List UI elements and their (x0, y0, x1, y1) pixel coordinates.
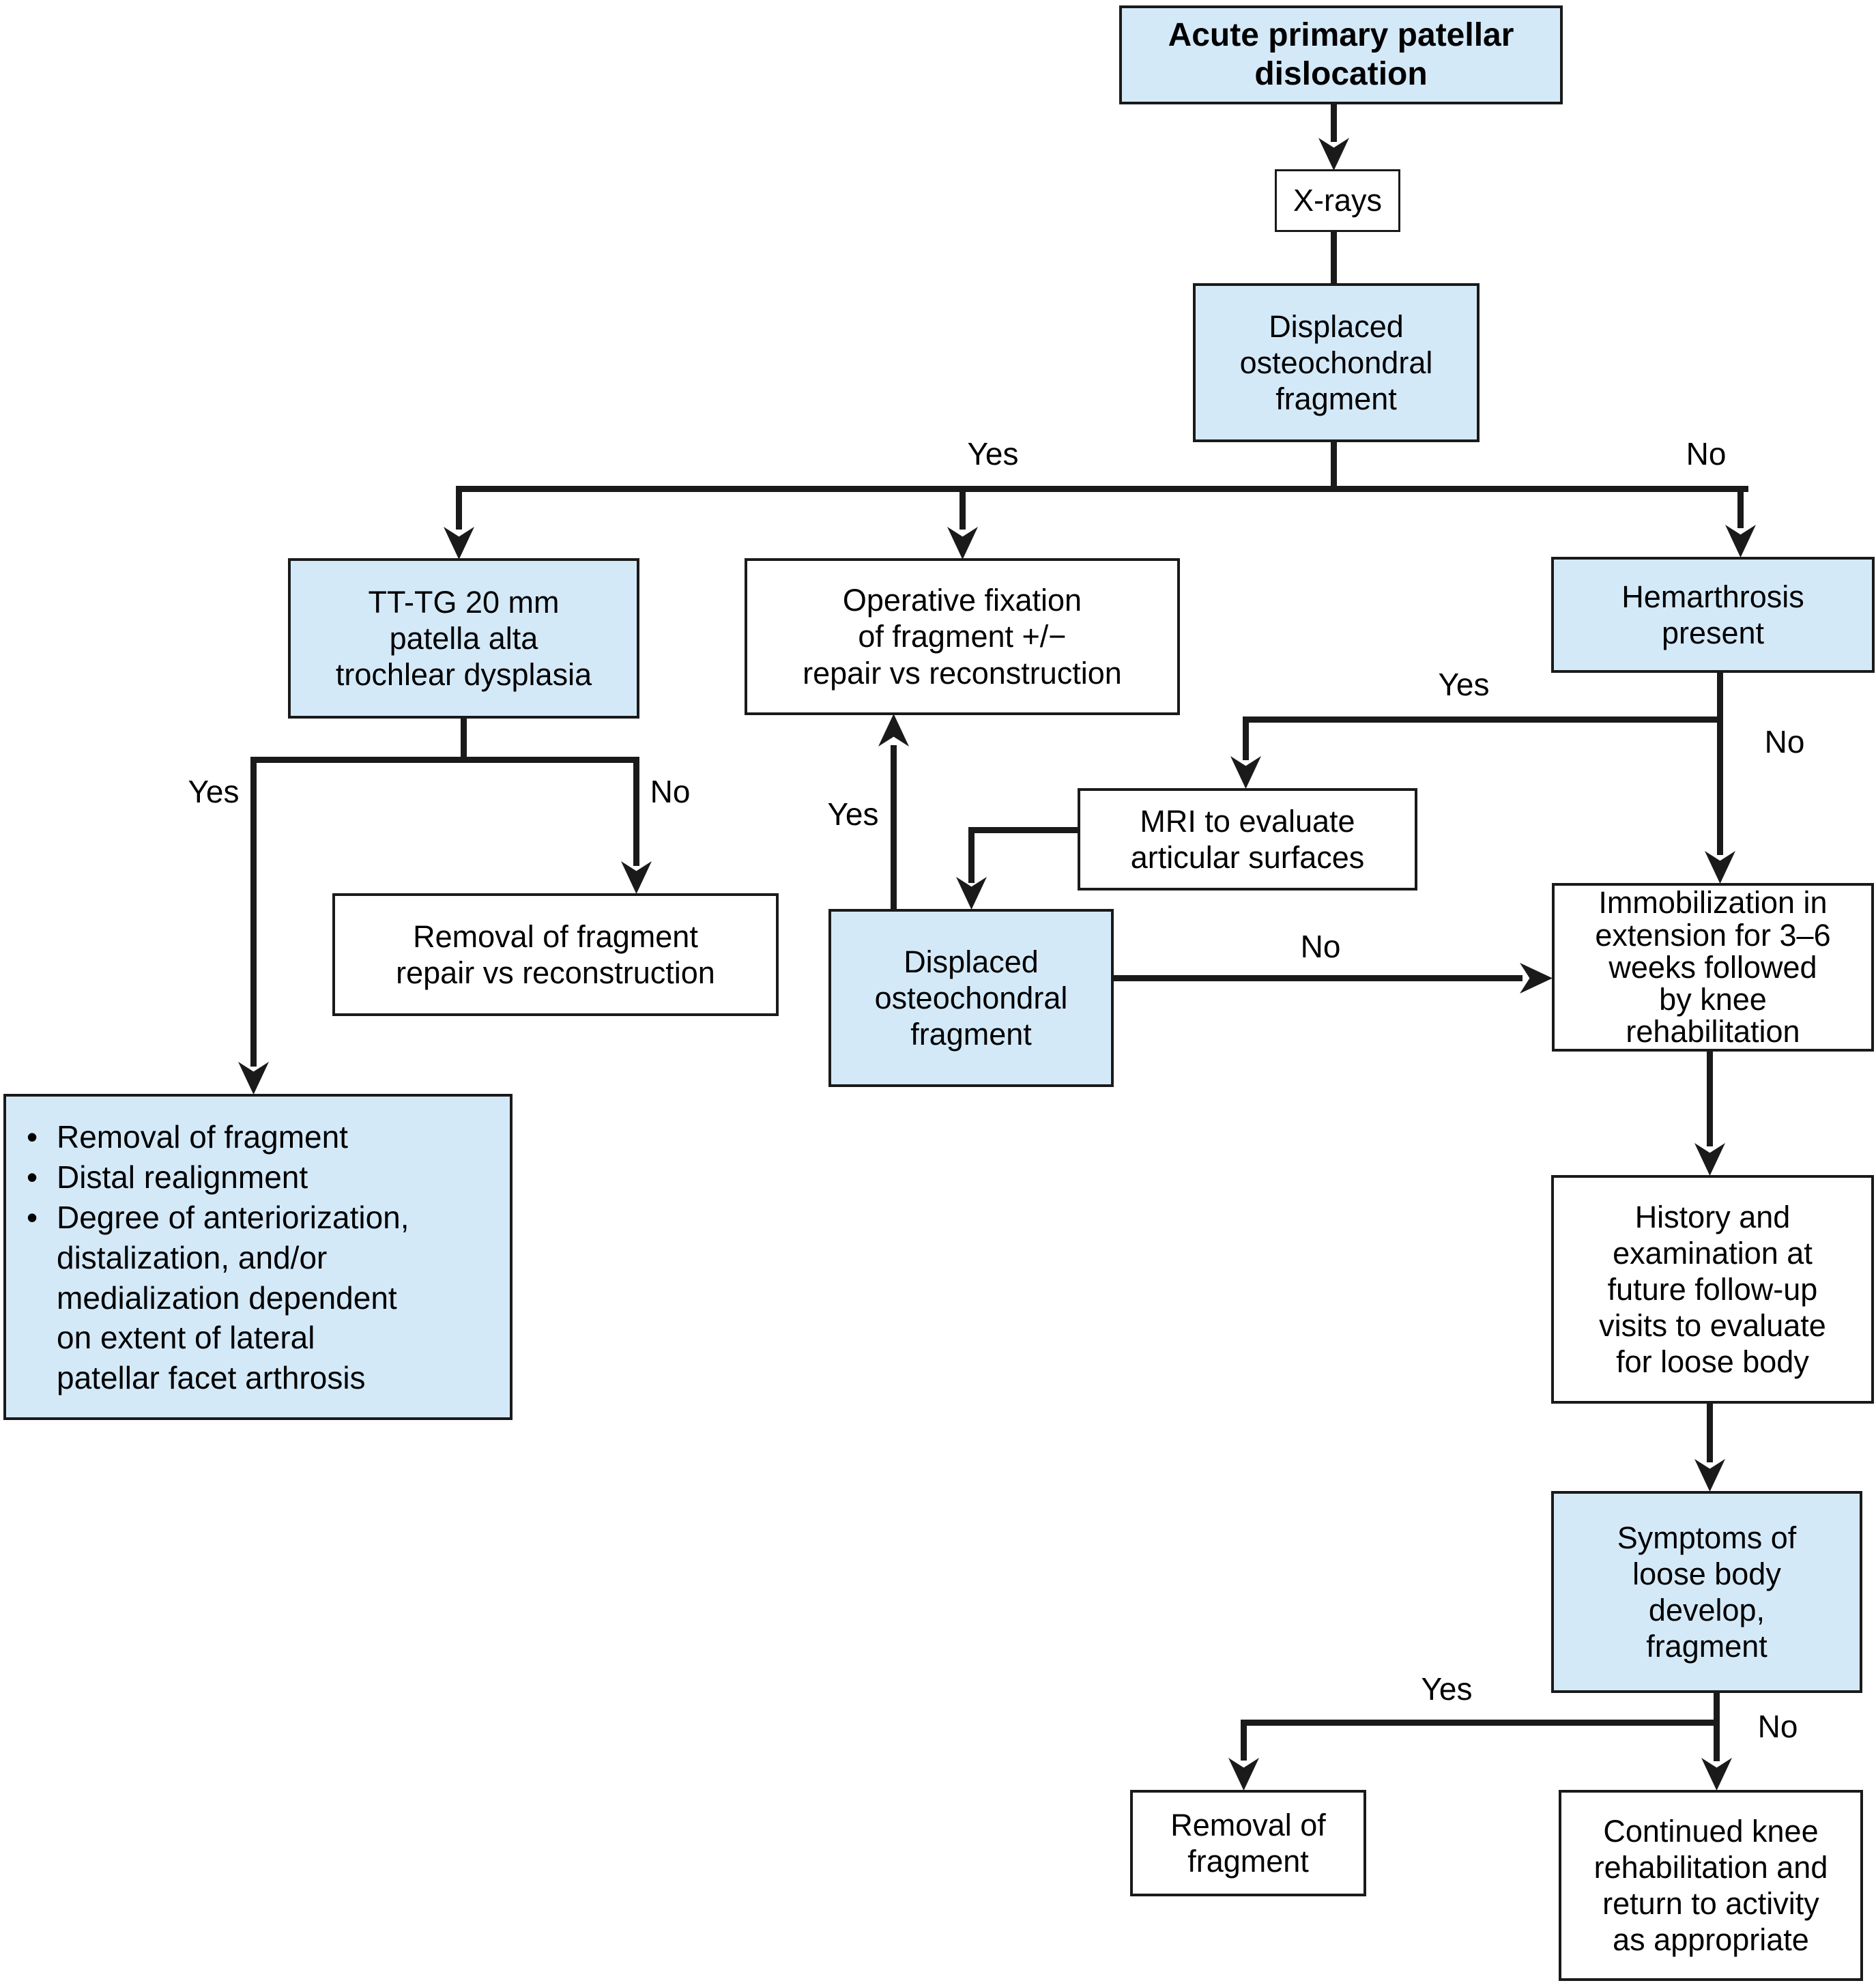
connector-line (1113, 975, 1523, 981)
connector-line (1331, 104, 1337, 142)
node-immobilization-in-extension: Immobilization in extension for 3–6 week… (1552, 883, 1874, 1052)
connector-line (891, 745, 897, 909)
arrowhead-down (947, 527, 978, 560)
arrowhead-down (1701, 1758, 1732, 1791)
bullet-text: Removal of fragment (57, 1119, 348, 1155)
connector-line (461, 718, 467, 760)
node-displaced-osteochondral-fragment-initial: Displaced osteochondral fragment (1193, 283, 1480, 442)
arrowhead-down (1725, 525, 1756, 558)
connector-line (1707, 1051, 1713, 1146)
connector-line (968, 827, 1078, 833)
branch-label-yes: Yes (827, 796, 879, 832)
connector-line (968, 827, 975, 883)
connector-line (250, 757, 257, 1067)
arrowhead-up (878, 714, 909, 747)
arrowhead-down (1228, 1758, 1259, 1791)
connector-line (1243, 717, 1723, 723)
node-xrays: X-rays (1275, 169, 1400, 232)
branch-label-yes: Yes (188, 774, 240, 809)
node-hemarthrosis-present: Hemarthrosis present (1551, 557, 1875, 673)
arrowhead-down (1694, 1143, 1725, 1176)
node-history-and-examination-follow-up: History and examination at future follow… (1551, 1175, 1874, 1404)
connector-line (1331, 442, 1337, 489)
bullet-item: • Distal realignment (27, 1157, 503, 1198)
branch-label-yes: Yes (967, 436, 1019, 472)
connector-line (1243, 717, 1249, 760)
connector-line (1241, 1720, 1247, 1761)
branch-label-no: No (1757, 1709, 1798, 1744)
connector-line (959, 486, 966, 530)
node-symptoms-of-loose-body-develop: Symptoms of loose body develop, fragment (1551, 1491, 1862, 1693)
connector-line (1707, 1403, 1713, 1462)
bullet-marker: • (27, 1199, 38, 1235)
arrowhead-down (444, 527, 474, 560)
node-distal-realignment-criteria: • Removal of fragment • Distal realignme… (3, 1094, 513, 1420)
branch-label-no: No (1764, 724, 1805, 759)
bullet-text: Distal realignment (57, 1159, 308, 1195)
branch-label-no: No (1300, 929, 1341, 964)
connector-line (459, 486, 1748, 492)
branch-label-no: No (650, 774, 691, 809)
connector-line (456, 486, 462, 530)
node-removal-of-fragment-repair-vs-reconstruction: Removal of fragment repair vs reconstruc… (332, 893, 779, 1016)
arrowhead-down (1694, 1459, 1725, 1492)
branch-label-yes: Yes (1421, 1671, 1473, 1707)
connector-line (1331, 231, 1337, 284)
branch-label-no: No (1686, 436, 1727, 472)
connector-line (1737, 486, 1744, 528)
connector-line (1714, 1692, 1720, 1761)
node-operative-fixation: Operative fixation of fragment +/− repai… (745, 558, 1180, 715)
connector-line (1717, 672, 1723, 855)
arrowhead-down (621, 861, 652, 894)
bullet-marker: • (27, 1159, 38, 1195)
node-displaced-osteochondral-fragment-mri: Displaced osteochondral fragment (828, 909, 1114, 1087)
connector-line (633, 757, 639, 866)
branch-label-yes: Yes (1438, 667, 1490, 702)
connector-line (1241, 1720, 1716, 1726)
node-tttg-patella-alta-trochlear-dysplasia: TT-TG 20 mm patella alta trochlear dyspl… (288, 558, 639, 719)
arrowhead-down (1705, 851, 1735, 884)
connector-line (250, 757, 639, 763)
node-acute-primary-patellar-dislocation: Acute primary patellar dislocation (1119, 5, 1563, 104)
node-mri-evaluate-articular-surfaces: MRI to evaluate articular surfaces (1078, 788, 1417, 891)
bullet-item: • Removal of fragment (27, 1117, 503, 1157)
arrowhead-down (1318, 138, 1349, 171)
node-removal-of-fragment: Removal of fragment (1130, 1790, 1366, 1896)
arrowhead-down (1230, 756, 1261, 789)
bullet-item: • Degree of anteriorization, distalizati… (27, 1198, 503, 1398)
arrowhead-right (1520, 963, 1553, 994)
node-continued-knee-rehabilitation: Continued knee rehabilitation and return… (1559, 1790, 1863, 1981)
arrowhead-down (238, 1062, 269, 1095)
bullet-marker: • (27, 1119, 38, 1155)
bullet-text: Degree of anteriorization, distalization… (57, 1199, 409, 1396)
